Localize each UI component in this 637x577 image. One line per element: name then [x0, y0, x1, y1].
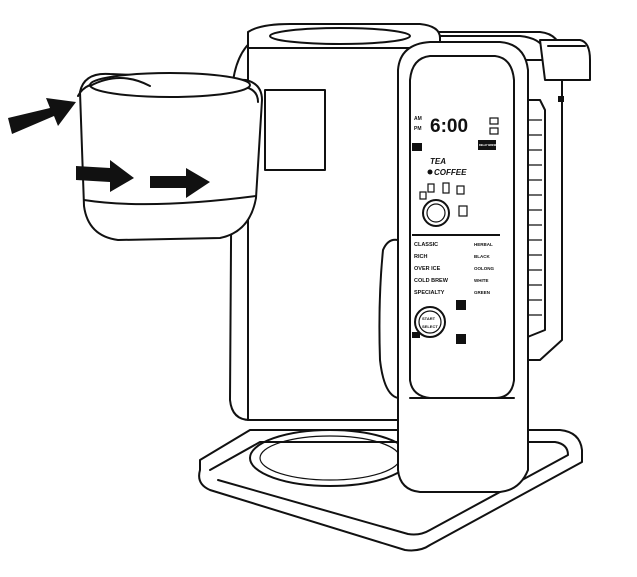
brew-style-list: CLASSIC RICH OVER ICE COLD BREW SPECIALT…: [412, 234, 500, 296]
mode-coffee-label: COFFEE: [434, 168, 467, 177]
style-coffee-2[interactable]: RICH: [414, 254, 427, 260]
display-clock: 6:00: [430, 116, 468, 137]
coffee-bean-icon: [427, 169, 433, 175]
display-down-icon[interactable]: [489, 127, 499, 135]
style-coffee-4[interactable]: COLD BREW: [414, 278, 449, 284]
style-tea-5[interactable]: GREEN: [474, 290, 490, 295]
clean-button-icon[interactable]: [456, 334, 466, 344]
style-coffee-5[interactable]: SPECIALTY: [414, 290, 445, 296]
start-select-button[interactable]: START SELECT: [412, 300, 466, 344]
tea-leaf-button-icon[interactable]: [456, 300, 466, 310]
delay-brew-label: DELAY BREW: [479, 143, 497, 147]
style-tea-1[interactable]: HERBAL: [474, 242, 493, 247]
power-button-icon[interactable]: [412, 332, 420, 338]
arrow-2: [76, 160, 134, 192]
style-tea-2[interactable]: BLACK: [474, 254, 490, 259]
insert-arrows: [8, 98, 210, 198]
control-panel-column: [378, 41, 529, 493]
arrow-3: [150, 168, 210, 198]
display-pm: PM: [414, 126, 422, 132]
select-label: SELECT: [422, 324, 438, 329]
display-am: AM: [414, 116, 422, 122]
carafe-icon: [458, 205, 468, 217]
style-coffee-1[interactable]: CLASSIC: [414, 242, 438, 248]
mode-tea-label: TEA: [430, 157, 446, 166]
display: AM PM 6:00 DELAY BREW: [412, 116, 499, 151]
arrow-1: [8, 98, 76, 134]
selection-dial[interactable]: [422, 199, 450, 227]
mode-indicators: TEA COFFEE: [427, 157, 467, 177]
clock-button-icon[interactable]: [412, 143, 422, 151]
delay-brew-button[interactable]: [478, 140, 496, 150]
travel-mug-icon: [442, 182, 450, 194]
half-carafe-icon: [456, 185, 465, 195]
start-label: START: [422, 316, 436, 321]
brew-basket[interactable]: [77, 72, 263, 241]
style-coffee-3[interactable]: OVER ICE: [414, 266, 441, 272]
size-selector-icons: [419, 182, 468, 217]
cup-icon: [427, 183, 435, 193]
display-up-icon[interactable]: [489, 117, 499, 125]
style-tea-3[interactable]: OOLONG: [474, 266, 494, 271]
style-tea-4[interactable]: WHITE: [474, 278, 489, 283]
mug-icon: [419, 191, 427, 200]
